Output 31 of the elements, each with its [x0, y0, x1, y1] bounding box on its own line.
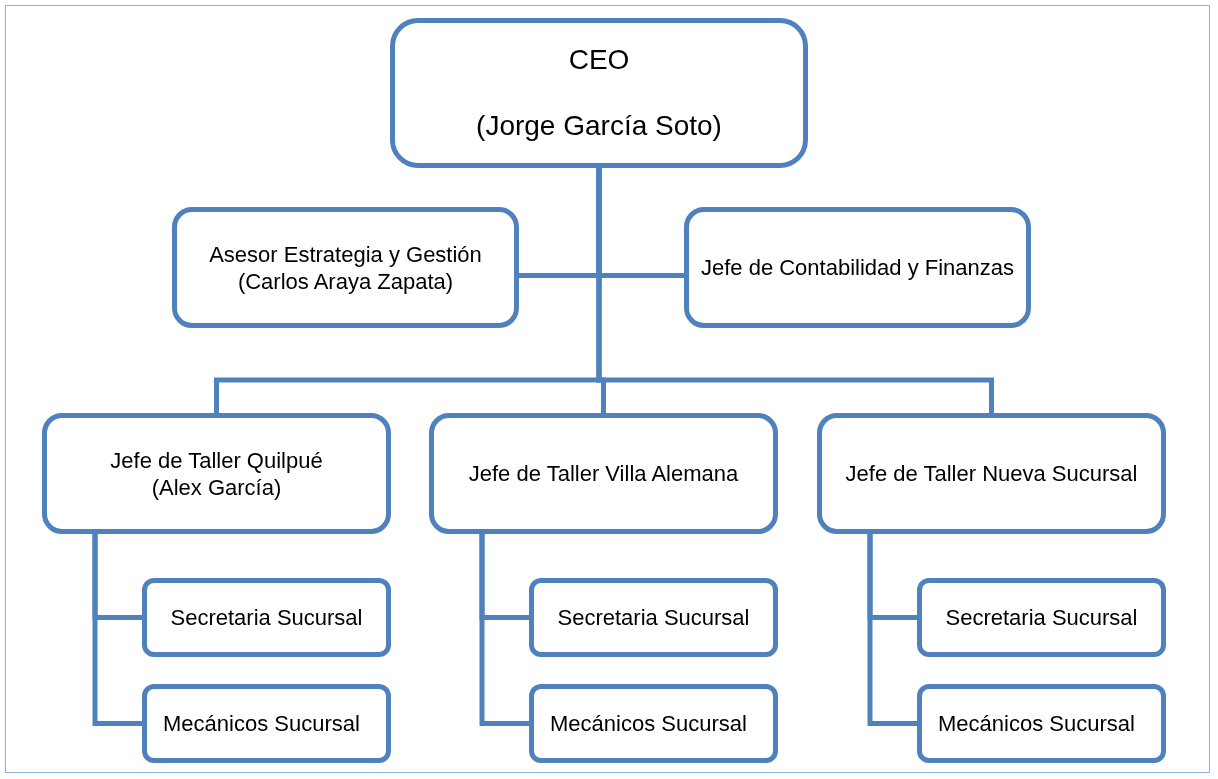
box-label: Mecánicos Sucursal [938, 710, 1135, 737]
org-box [529, 684, 778, 763]
box-label: Asesor Estrategia y Gestión [209, 240, 482, 268]
org-box [529, 578, 778, 657]
box-label: Jefe de Taller Nueva Sucursal [845, 460, 1138, 487]
box-label: Jefe de Taller Villa Alemana [468, 460, 739, 487]
connector-line [92, 534, 142, 726]
org-box [390, 18, 808, 168]
connector-line [867, 534, 917, 726]
box-label: Secretaria Sucursal [945, 604, 1138, 631]
box-label: Jefe de Contabilidad y Finanzas [700, 254, 1015, 281]
box-label: CEO [568, 43, 630, 77]
org-box [917, 578, 1166, 657]
org-box [429, 413, 778, 534]
box-label: Mecánicos Sucursal [550, 710, 747, 737]
box-label: Secretaria Sucursal [170, 604, 363, 631]
org-box [817, 413, 1166, 534]
box-label: Secretaria Sucursal [557, 604, 750, 631]
org-box [142, 578, 391, 657]
connector-line [596, 168, 994, 413]
org-box [172, 207, 519, 328]
box-label: Mecánicos Sucursal [163, 710, 360, 737]
box-label: (Jorge García Soto) [476, 109, 722, 143]
box-label: (Alex García) [151, 473, 282, 501]
box-label: (Carlos Araya Zapata) [237, 267, 454, 295]
box-label: Jefe de Taller Quilpué [110, 446, 323, 474]
connector-line [479, 534, 529, 726]
org-box [684, 207, 1031, 328]
org-box [917, 684, 1166, 763]
org-box [142, 684, 391, 763]
org-box [42, 413, 391, 534]
